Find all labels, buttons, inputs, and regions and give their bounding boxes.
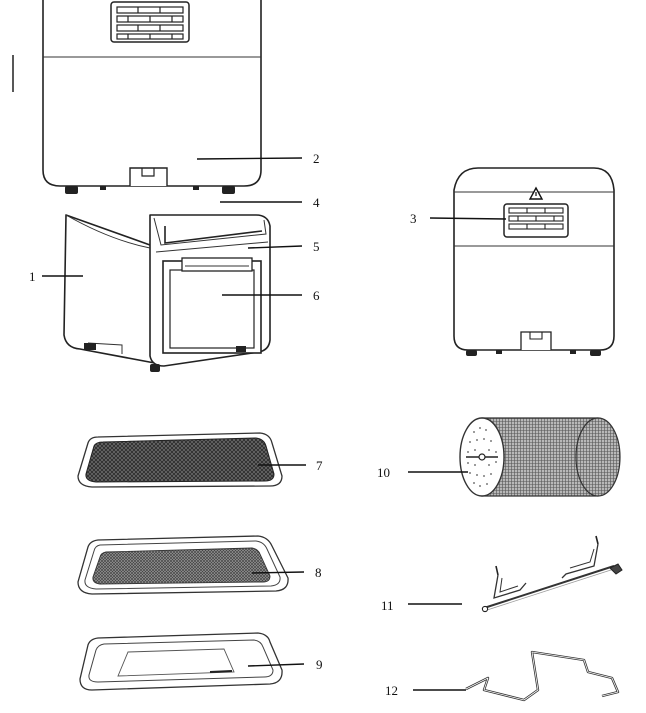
rotisserie-basket bbox=[459, 417, 621, 497]
label-11: 11 bbox=[381, 598, 394, 613]
leader-5 bbox=[247, 245, 303, 249]
rear-view-unit bbox=[453, 167, 615, 356]
upper-housing bbox=[42, 0, 262, 194]
label-6: 6 bbox=[313, 288, 320, 303]
part-labels: 2 4 5 6 1 3 7 8 9 10 11 12 bbox=[29, 151, 417, 698]
leader-2 bbox=[196, 157, 303, 160]
drip-tray bbox=[79, 632, 283, 691]
perforated-tray bbox=[77, 535, 289, 595]
label-4: 4 bbox=[313, 195, 320, 210]
label-10: 10 bbox=[377, 465, 390, 480]
leader-9 bbox=[247, 663, 305, 667]
label-12: 12 bbox=[385, 683, 398, 698]
leader-8 bbox=[251, 571, 305, 574]
leader-lines bbox=[42, 157, 507, 691]
label-2: 2 bbox=[313, 151, 320, 166]
mesh-rack bbox=[77, 432, 283, 488]
label-3: 3 bbox=[410, 211, 417, 226]
label-7: 7 bbox=[316, 458, 323, 473]
leader-3 bbox=[429, 217, 507, 220]
label-9: 9 bbox=[316, 657, 323, 672]
main-unit bbox=[63, 214, 271, 372]
wire-rack-lifter bbox=[465, 650, 620, 702]
label-1: 1 bbox=[29, 269, 36, 284]
label-8: 8 bbox=[315, 565, 322, 580]
label-5: 5 bbox=[313, 239, 320, 254]
rotisserie-spit-forks bbox=[481, 535, 623, 613]
